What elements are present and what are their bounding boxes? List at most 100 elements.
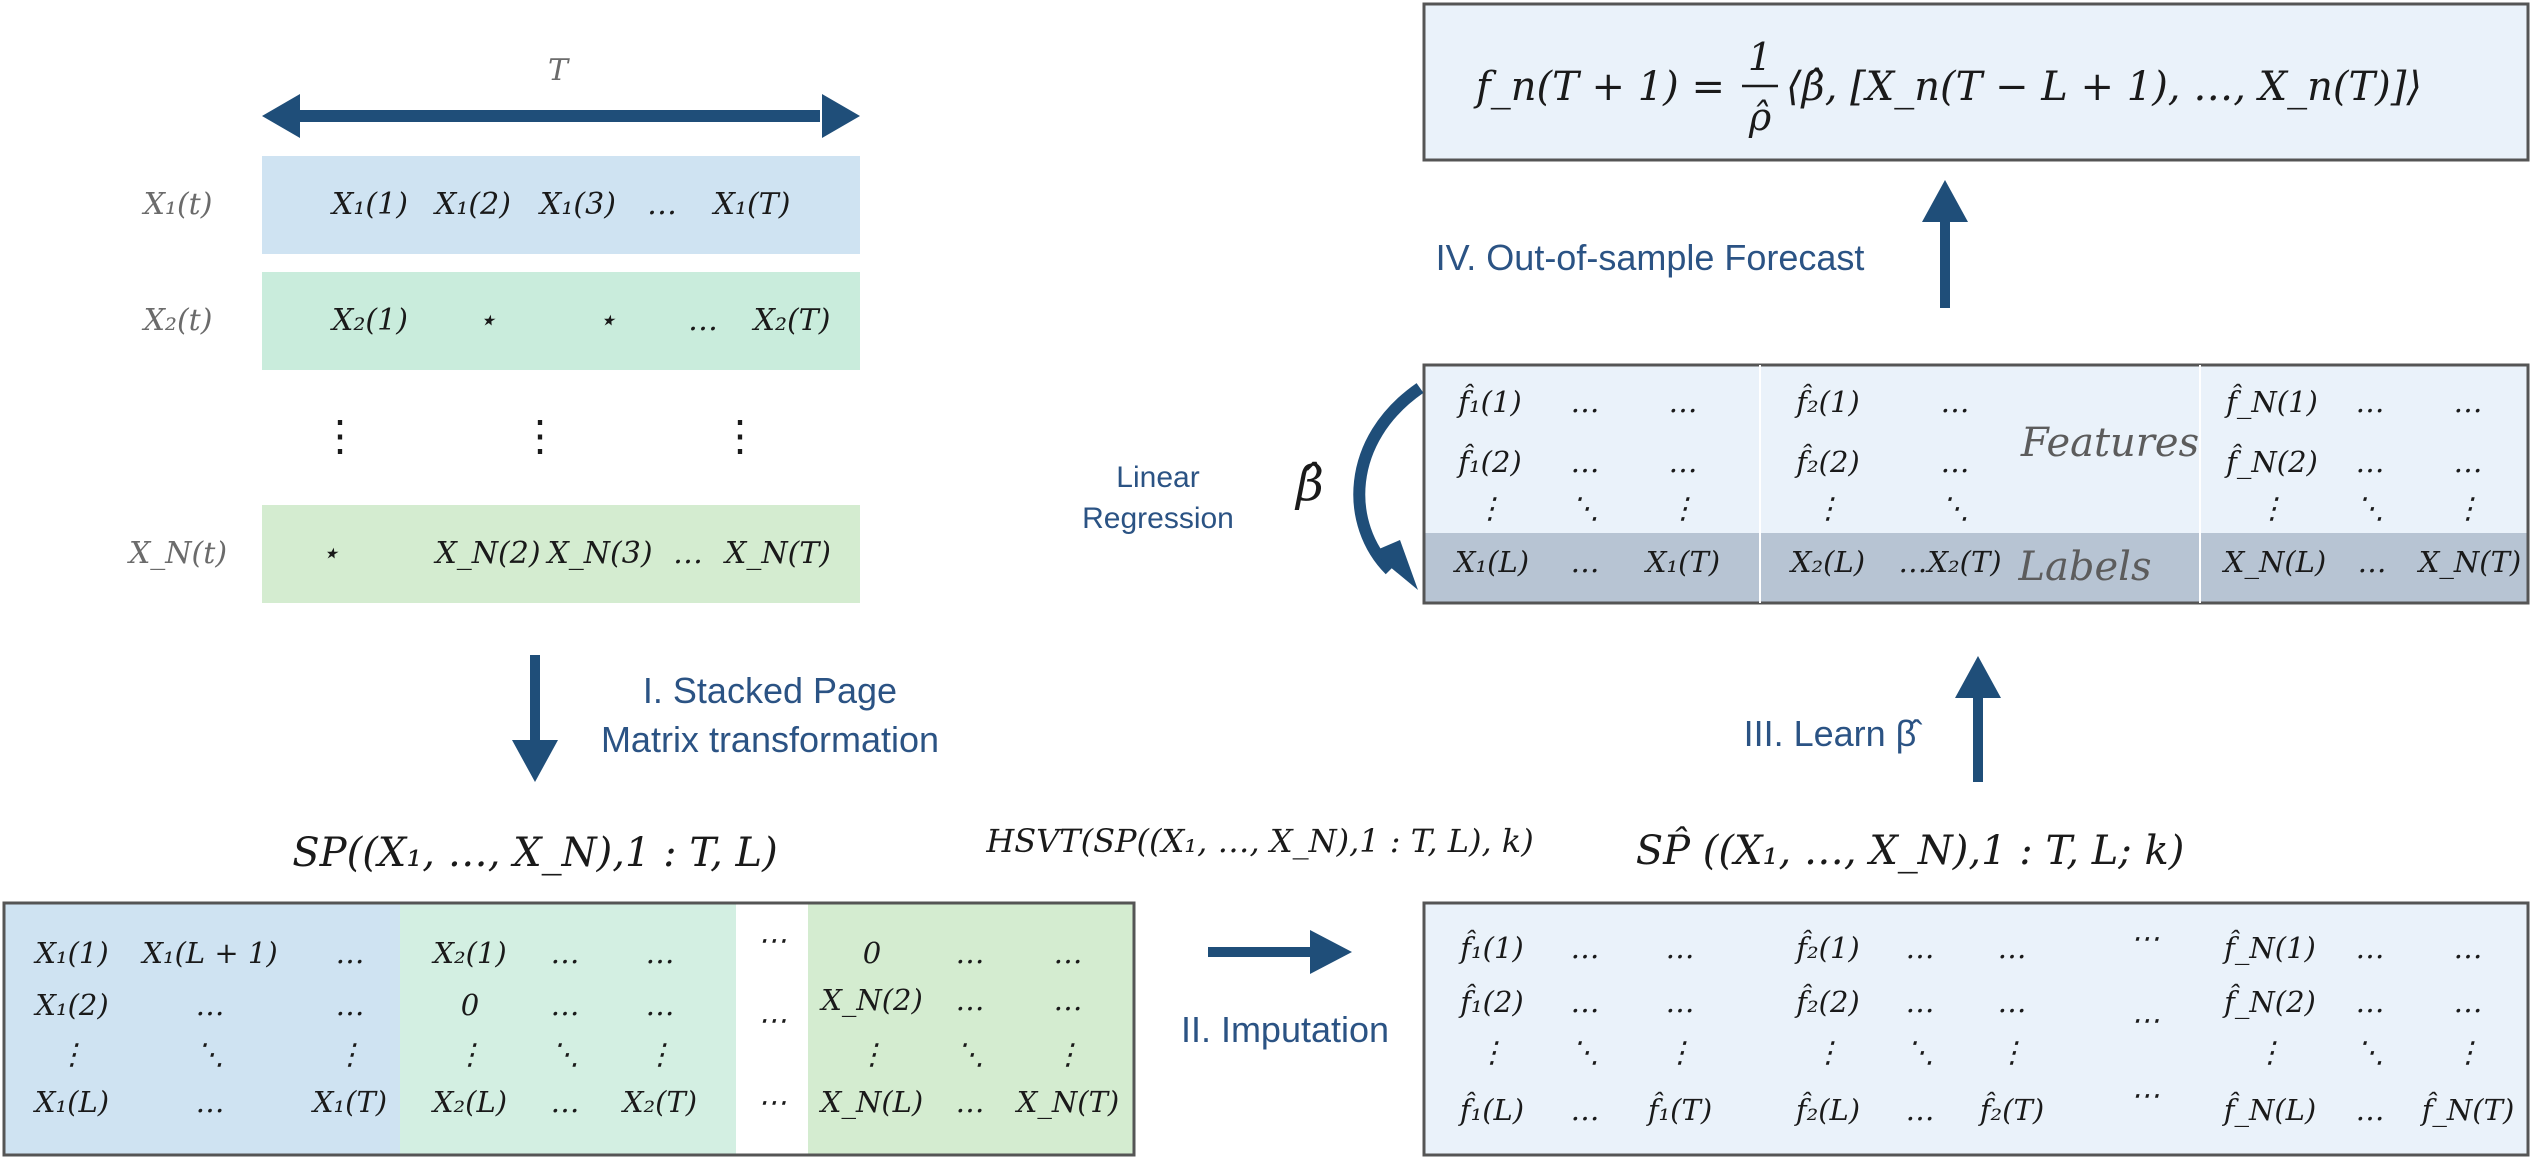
sphat-cell: ⋮ (1998, 1035, 2027, 1069)
sp-cell: ⋱ (551, 1037, 580, 1071)
series-cell: X₂(T) (752, 303, 831, 338)
feature-cell: f̂₁(2) (1456, 444, 1521, 479)
sp-cell: … (196, 1085, 225, 1119)
sphat-cell: f̂₂(L) (1794, 1092, 1860, 1127)
sp-cell: … (956, 983, 985, 1017)
sphat-cell: f̂₁(L) (1458, 1092, 1524, 1127)
series-cell: X₂(1) (330, 303, 408, 338)
vdots: ⋮ (319, 411, 361, 460)
feature-cell: … (1571, 385, 1600, 419)
forecast-formula-box: f_n(T + 1) = 1 ρ̂ ⟨β̂, [X_n(T − L + 1), … (1422, 2, 2530, 162)
sp-gap-dots: ⋯ (758, 1003, 787, 1037)
features-label: Features (2020, 420, 2199, 466)
sphat-matrix: f̂₁(1) … … f̂₁(2) … … ⋮ ⋱ ⋮ f̂₁(L) … f̂₁… (1422, 901, 2530, 1157)
sphat-cell: … (2356, 931, 2385, 965)
regression-arrowhead (1372, 540, 1418, 590)
sp-cell: X_N(L) (819, 1085, 923, 1120)
labels-band (1424, 533, 2528, 603)
sp-cell: X_N(2) (819, 983, 923, 1018)
series-cell: X₁(2) (433, 187, 511, 222)
sphat-cell: ⋮ (1814, 1035, 1843, 1069)
sphat-cell: f̂₁(T) (1646, 1092, 1712, 1127)
sphat-gap-dots: ⋯ (2131, 1078, 2160, 1112)
feature-cell: f̂_N(2) (2224, 444, 2318, 480)
sp-cell: … (956, 1085, 985, 1119)
feature-cell: ⋱ (1941, 491, 1970, 525)
linear-regression-line-2: Regression (1082, 502, 1234, 535)
sp-matrix: X₁(1) X₁(L + 1) … X₁(2) … … ⋮ ⋱ ⋮ X₁(L) … (2, 901, 1136, 1157)
label-cell: X_N(T) (2417, 545, 2522, 580)
feature-cell: f̂₂(2) (1794, 444, 1859, 479)
feature-cell: … (2356, 445, 2385, 479)
sphat-cell: ⋮ (2256, 1035, 2285, 1069)
sp-cell: … (956, 936, 985, 970)
beta-hat-symbol: β̂ (1294, 456, 1324, 512)
label-cell: … (2358, 545, 2387, 579)
sphat-cell: … (1998, 985, 2027, 1019)
formula-frac-denominator: ρ̂ (1748, 95, 1772, 139)
sp-gap-dots: ⋯ (758, 1085, 787, 1119)
series-row-1-label: X₁(t) (142, 187, 213, 222)
label-cell: X_N(L) (2222, 545, 2326, 580)
sp-cell: ⋮ (646, 1037, 675, 1071)
series-cell: X_N(3) (545, 536, 652, 571)
series-cell: … (647, 187, 677, 222)
sp-cell: ⋱ (956, 1037, 985, 1071)
sphat-cell: ⋱ (1571, 1035, 1600, 1069)
step-2-label: II. Imputation (1181, 1009, 1389, 1050)
feature-cell: ⋮ (2258, 491, 2287, 525)
sp-cell: … (196, 988, 225, 1022)
feature-cell: … (1941, 385, 1970, 419)
sphat-cell: … (2454, 931, 2483, 965)
sphat-cell: … (2356, 1093, 2385, 1127)
sphat-cell: f̂_N(2) (2222, 984, 2316, 1020)
sphat-cell: … (1998, 931, 2027, 965)
sp-cell: X₁(L + 1) (140, 936, 277, 970)
series-cell: … (673, 536, 703, 571)
feature-cell: ⋱ (1571, 491, 1600, 525)
sphat-cell: f̂₂(2) (1794, 984, 1859, 1019)
label-cell: X₁(T) (1644, 545, 1720, 579)
sp-gap-dots: ⋯ (758, 923, 787, 957)
feature-cell: ⋮ (1669, 491, 1698, 525)
sp-cell: ⋮ (1054, 1037, 1083, 1071)
feature-cell: ⋮ (1476, 491, 1505, 525)
feature-cell: … (2454, 445, 2483, 479)
sp-cell: X₂(L) (431, 1085, 507, 1119)
sp-cell: … (551, 936, 580, 970)
sphat-cell: … (1571, 985, 1600, 1019)
series-cell: X₁(3) (538, 187, 616, 222)
series-cell: ⋆ (321, 536, 340, 571)
sphat-cell: ⋮ (1478, 1035, 1507, 1069)
sphat-cell: … (1906, 1093, 1935, 1127)
sphat-cell: f̂₁(2) (1458, 984, 1523, 1019)
hsvt-label: HSVT(SP((X₁, …, X_N),1 : T, L), k) (985, 822, 1533, 860)
sphat-cell: ⋮ (1666, 1035, 1695, 1069)
sphat-cell: … (1571, 931, 1600, 965)
feature-cell: … (1669, 385, 1698, 419)
series-cell: X₁(1) (330, 187, 408, 222)
feature-cell: … (2454, 385, 2483, 419)
label-cell: X₁(L) (1453, 545, 1529, 579)
series-row-2-bg (262, 272, 860, 370)
series-row-n-bg (262, 505, 860, 603)
sphat-cell: … (1906, 985, 1935, 1019)
sp-cell: X₂(1) (431, 936, 506, 970)
sphat-cell: f̂₁(1) (1458, 930, 1523, 965)
sphat-cell: f̂₂(1) (1794, 930, 1859, 965)
series-row-1-bg (262, 156, 860, 254)
feature-cell: … (1941, 445, 1970, 479)
series-cell: X₁(T) (712, 187, 791, 222)
time-axis-label: T (548, 53, 570, 88)
step-4: IV. Out-of-sample Forecast (1436, 180, 1968, 308)
sphat-cell: … (1666, 985, 1695, 1019)
sphat-cell: ⋱ (2356, 1035, 2385, 1069)
step-4-label: IV. Out-of-sample Forecast (1436, 237, 1865, 278)
sp-cell: … (551, 988, 580, 1022)
sp-cell: … (1054, 983, 1083, 1017)
sp-cell: … (646, 988, 675, 1022)
sp-cell: X₁(T) (311, 1085, 387, 1119)
sp-cell: X₁(L) (33, 1085, 109, 1119)
sphat-gap-dots: ⋯ (2131, 921, 2160, 955)
